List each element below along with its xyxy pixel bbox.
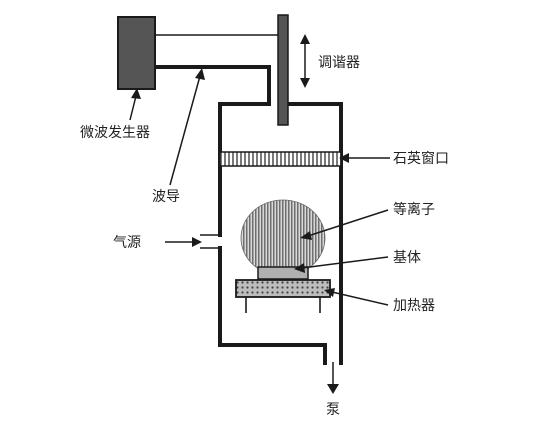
label-waveguide: 波导 bbox=[152, 189, 180, 205]
pump-arrow-head bbox=[327, 384, 339, 394]
label-gas-source: 气源 bbox=[113, 235, 141, 251]
waveguide-leader bbox=[169, 75, 201, 186]
heater bbox=[235, 279, 331, 298]
quartz-leader-head bbox=[339, 153, 349, 163]
label-quartz-window: 石英窗口 bbox=[393, 150, 449, 167]
heater-leader-head bbox=[324, 288, 335, 297]
tuner-rod bbox=[277, 14, 289, 126]
chamber-right-wall bbox=[288, 102, 343, 365]
generator-leader bbox=[129, 95, 137, 121]
heater-leader bbox=[331, 291, 389, 306]
tuner-arrow-up-head bbox=[300, 34, 310, 44]
generator-leader-head bbox=[131, 88, 141, 99]
label-pump: 泵 bbox=[326, 402, 340, 418]
substrate-leader-head bbox=[294, 263, 305, 273]
label-microwave-generator: 微波发生器 bbox=[80, 125, 150, 141]
plasma-leader bbox=[307, 209, 389, 237]
plasma-leader-head bbox=[300, 231, 312, 240]
quartz-window bbox=[219, 151, 342, 167]
plasma-ball bbox=[240, 199, 326, 277]
gas-inlet bbox=[200, 234, 220, 249]
label-tuner: 调谐器 bbox=[318, 55, 360, 71]
gas-source-arrow-head bbox=[192, 237, 202, 247]
tuner-arrow-down-head bbox=[300, 78, 310, 88]
label-heater: 加热器 bbox=[393, 298, 435, 314]
label-substrate: 基体 bbox=[393, 249, 421, 266]
microwave-generator-box bbox=[117, 16, 156, 90]
substrate-leader bbox=[301, 256, 389, 269]
label-plasma: 等离子 bbox=[393, 201, 435, 218]
substrate bbox=[257, 266, 309, 280]
waveguide-leader-head bbox=[195, 68, 205, 80]
